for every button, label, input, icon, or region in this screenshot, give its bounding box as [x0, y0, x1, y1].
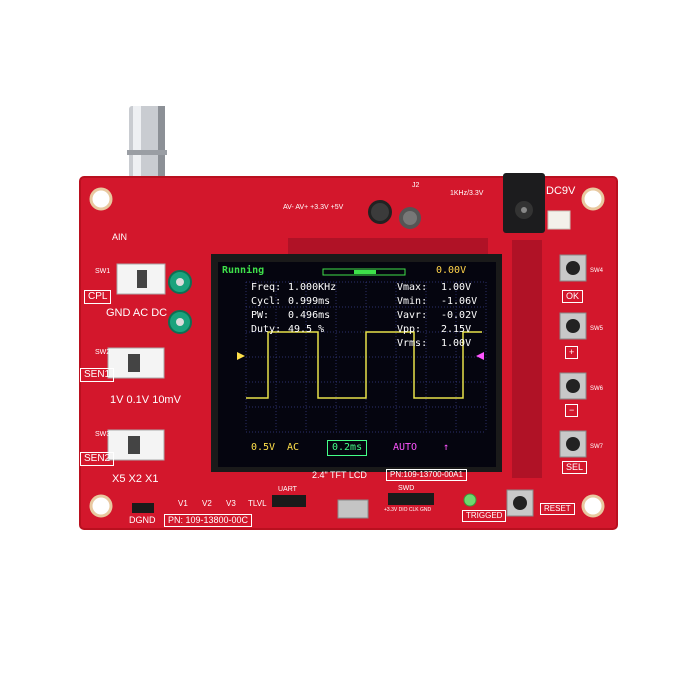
trigger-led — [463, 493, 477, 507]
label-sen2-ranges: X5 X2 X1 — [112, 473, 159, 485]
capacitors — [368, 200, 421, 229]
lcd-metric-value: -1.06V — [441, 296, 478, 307]
label-uart: UART — [278, 486, 297, 493]
lcd-trigger-edge-icon: ↑ — [443, 442, 450, 453]
swd-header — [388, 493, 434, 505]
label-sw7: SW7 — [590, 444, 604, 450]
mounting-holes — [89, 187, 605, 518]
lcd-metric-label: Freq: — [251, 282, 282, 293]
label-ain: AIN — [112, 232, 128, 242]
lcd-metric-value: -0.02V — [441, 310, 478, 321]
label-sw4: SW4 — [590, 268, 604, 274]
label-cpl: CPL — [84, 290, 112, 304]
label-v3: V3 — [226, 499, 236, 508]
lcd-metric-value: 0.496ms — [288, 310, 331, 321]
dgnd-header — [132, 503, 154, 513]
level-marker-icon — [237, 352, 245, 360]
label-power-rails: AV- AV+ +3.3V +5V — [283, 204, 344, 211]
switch-cpl[interactable] — [116, 263, 166, 295]
waveform-trace — [246, 331, 482, 399]
label-tlvl: TLVL — [248, 499, 267, 508]
lcd-metric-label: Cycl: — [251, 296, 282, 307]
label-trigged: TRIGGED — [462, 510, 507, 522]
tactile-buttons[interactable] — [506, 254, 587, 517]
lcd-level: 0.00V — [436, 265, 467, 276]
label-sel: SEL — [562, 461, 588, 474]
lcd-status: Running — [222, 265, 265, 276]
right-pin-header — [512, 240, 542, 478]
lcd-metric-label: Vavr: — [397, 310, 428, 321]
lcd-progress-fill — [354, 270, 376, 274]
button-plus[interactable] — [559, 312, 587, 340]
label-swd-pins: +3.3V DIO CLK GND — [384, 507, 432, 513]
trimmer-potentiometers[interactable] — [168, 270, 192, 334]
lcd-metric-value: 49.5 % — [288, 324, 325, 335]
lcd-metric-label: PW: — [251, 310, 270, 321]
switch-sen2[interactable] — [107, 429, 165, 461]
label-v1: V1 — [178, 499, 188, 508]
lcd-coupling: AC — [287, 442, 300, 453]
lcd-metric-value: 1.00V — [441, 338, 472, 349]
label-ok: OK — [562, 290, 584, 303]
uart-header — [272, 495, 306, 507]
lcd-metric-value: 1.000KHz — [288, 282, 337, 293]
button-minus[interactable] — [559, 372, 587, 400]
top-pin-header — [288, 238, 488, 254]
lcd-progress-bar — [322, 268, 406, 276]
dc-jack — [503, 173, 545, 233]
label-sen1-ranges: 1V 0.1V 10mV — [110, 394, 181, 406]
button-reset[interactable] — [506, 489, 534, 517]
lcd-metric-label: Vmax: — [397, 282, 428, 293]
button-sel[interactable] — [559, 430, 587, 458]
label-sw3: SW3 — [95, 431, 111, 438]
label-plus: + — [565, 346, 579, 359]
lcd-metric-value: 0.999ms — [288, 296, 331, 307]
lcd-metric-value: 2.15V — [441, 324, 472, 335]
label-reset: RESET — [540, 503, 575, 515]
lcd-trigger-mode: AUTO — [393, 442, 418, 453]
button-ok[interactable] — [559, 254, 587, 282]
label-sw6: SW6 — [590, 386, 604, 392]
lcd-metric-label: Vpp: — [397, 324, 422, 335]
label-j2: J2 — [412, 182, 420, 189]
label-lcd-size: 2.4" TFT LCD — [312, 470, 367, 480]
label-swd: SWD — [398, 485, 415, 492]
trigger-marker-icon — [476, 352, 484, 360]
lcd-metric-value: 1.00V — [441, 282, 472, 293]
label-gnd-ac-dc: GND AC DC — [106, 307, 168, 319]
label-sw5: SW5 — [590, 326, 604, 332]
lcd-time-div: 0.2ms — [327, 440, 368, 456]
label-freq-test: 1KHz/3.3V — [450, 190, 484, 197]
label-pn-board: PN: 109-13800-00C — [164, 514, 253, 527]
lcd-metric-label: Vrms: — [397, 338, 428, 349]
label-dc9v: DC9V — [546, 185, 576, 197]
lcd-metric-label: Duty: — [251, 324, 282, 335]
label-sw1: SW1 — [95, 268, 111, 275]
label-v2: V2 — [202, 499, 212, 508]
mini-usb-port — [337, 499, 369, 519]
label-sen1: SEN1 — [80, 368, 115, 382]
label-dgnd: DGND — [129, 515, 156, 525]
label-minus: − — [565, 404, 579, 417]
lcd-volts-div: 0.5V — [251, 442, 276, 453]
switch-sen1[interactable] — [107, 347, 165, 379]
slide-switches[interactable] — [107, 263, 166, 461]
power-connector — [547, 210, 571, 230]
label-sen2: SEN2 — [80, 452, 115, 466]
label-sw2: SW2 — [95, 349, 111, 356]
lcd-metric-label: Vmin: — [397, 296, 428, 307]
label-pn-lcd: PN:109-13700-00A1 — [386, 469, 467, 481]
lcd-module — [211, 254, 502, 472]
